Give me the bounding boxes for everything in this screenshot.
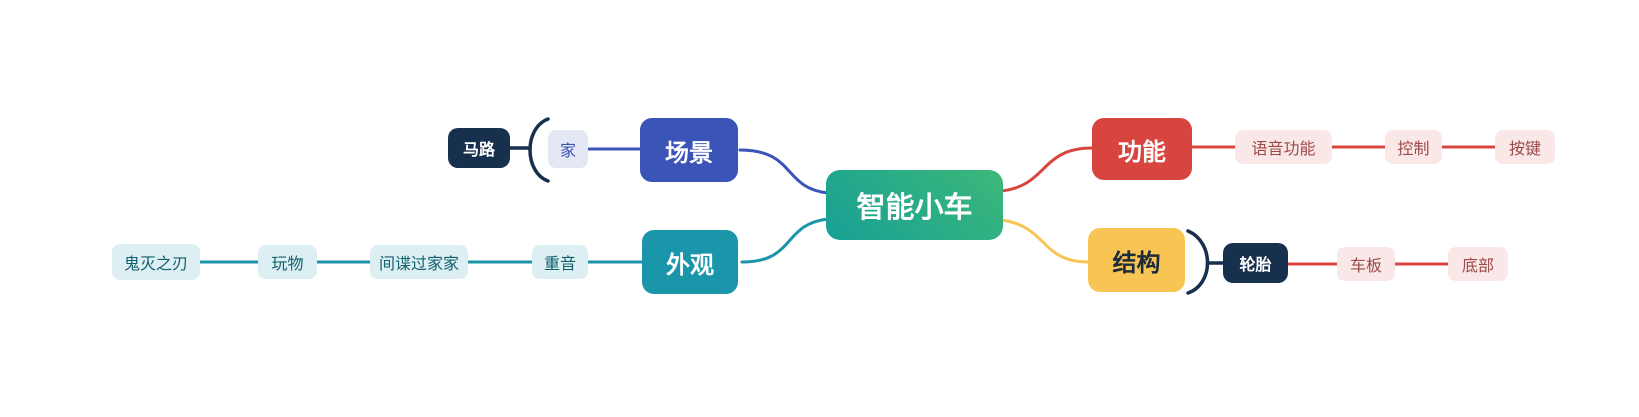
child-bottom[interactable]: 底部 bbox=[1448, 247, 1508, 281]
child-control[interactable]: 控制 bbox=[1385, 130, 1442, 164]
edge-root-appearance bbox=[740, 217, 830, 264]
edge-root-function bbox=[999, 146, 1094, 193]
edge-root-structure bbox=[999, 218, 1090, 264]
child-accent[interactable]: 重音 bbox=[532, 245, 588, 279]
child-buttons[interactable]: 按键 bbox=[1495, 130, 1555, 164]
branch-function[interactable]: 功能 bbox=[1092, 118, 1192, 180]
branch-scene[interactable]: 场景 bbox=[640, 118, 738, 182]
child-car-board[interactable]: 车板 bbox=[1337, 247, 1395, 281]
child-demon-slayer[interactable]: 鬼灭之刃 bbox=[112, 244, 200, 280]
summary-brace-right bbox=[1186, 229, 1210, 295]
child-toy[interactable]: 玩物 bbox=[258, 245, 317, 279]
summary-tire[interactable]: 轮胎 bbox=[1223, 243, 1288, 283]
root-topic[interactable]: 智能小车 bbox=[826, 170, 1003, 240]
edge-root-scene bbox=[738, 148, 830, 195]
branch-structure[interactable]: 结构 bbox=[1088, 228, 1185, 292]
summary-brace-left bbox=[528, 117, 550, 183]
child-spy-family[interactable]: 间谍过家家 bbox=[370, 245, 468, 279]
branch-appearance[interactable]: 外观 bbox=[642, 230, 738, 294]
child-voice-function[interactable]: 语音功能 bbox=[1235, 130, 1332, 164]
child-home[interactable]: 家 bbox=[548, 130, 588, 168]
summary-road[interactable]: 马路 bbox=[448, 128, 510, 168]
